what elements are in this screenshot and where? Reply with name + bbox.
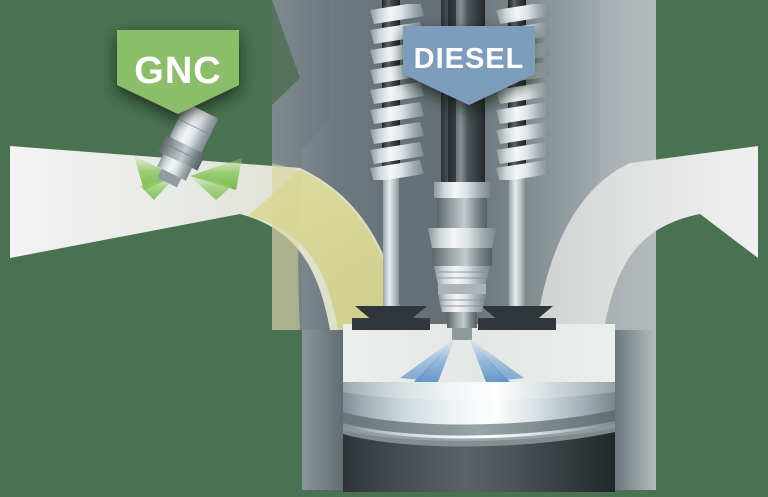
valve-spring-right [496,4,550,180]
piston [343,382,615,492]
gnc-injector-nozzle [157,103,218,188]
gnc-label-shape [117,30,239,114]
gnc-label-text: GNC [134,50,221,92]
intake-port-right [536,146,758,330]
diesel-spray-cone-right [469,338,524,382]
gas-mixture-flow [248,163,402,330]
diesel-label-shape [403,26,535,105]
diesel-spray-cone-left [400,338,455,382]
diesel-label [403,26,535,105]
cylinder-block [302,330,656,490]
diesel-label-text: DIESEL [414,43,525,75]
gnc-spray-cone-right [190,158,242,200]
piston-rings [343,410,615,447]
gnc-label [117,30,239,114]
